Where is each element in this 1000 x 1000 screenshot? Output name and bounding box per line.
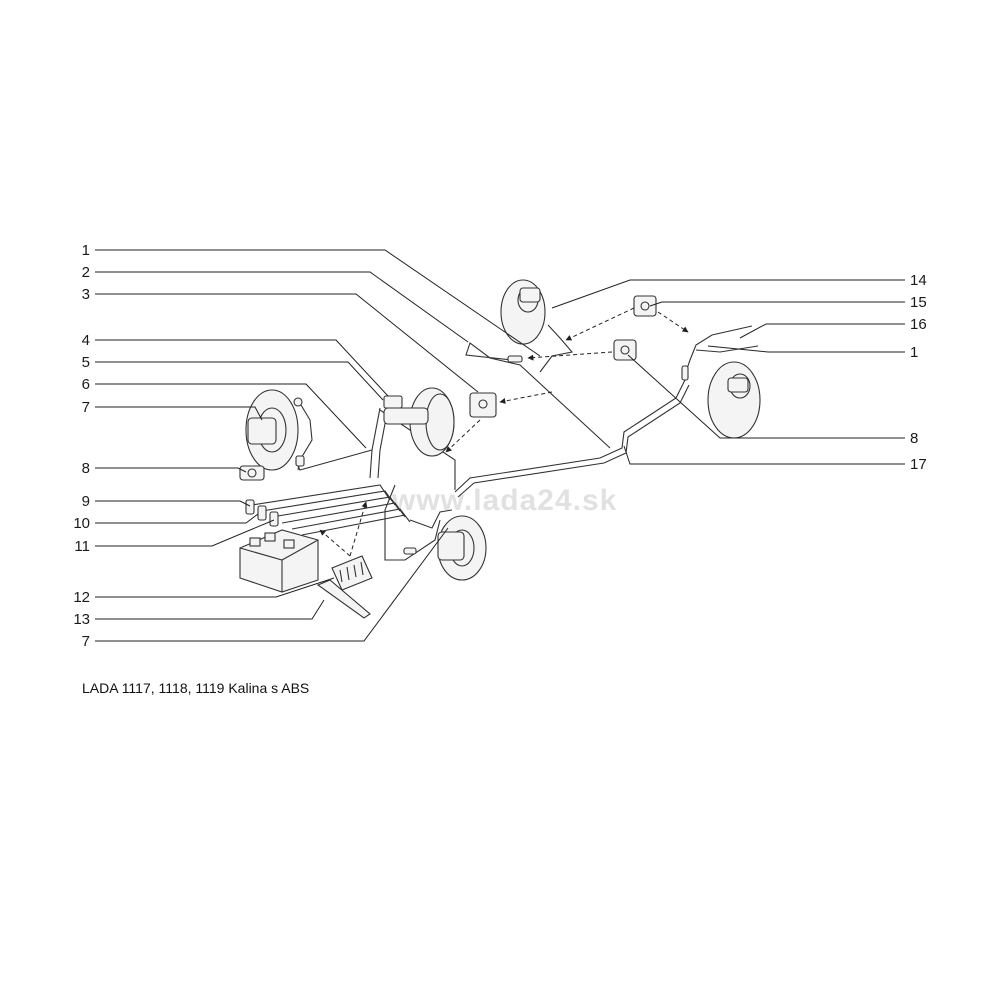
callout-14: 14 xyxy=(910,272,927,289)
connector-block xyxy=(331,555,373,591)
callout-5: 5 xyxy=(82,354,90,371)
callout-2: 2 xyxy=(82,264,90,281)
diagram-caption: LADA 1117, 1118, 1119 Kalina s ABS xyxy=(82,680,310,696)
pipe-clip-15 xyxy=(633,295,657,317)
pipe-clip-8-right xyxy=(613,339,637,361)
callout-1: 1 xyxy=(82,242,90,259)
callout-labels-right: 14 15 16 1 8 17 xyxy=(910,272,927,473)
callout-12: 12 xyxy=(73,589,90,606)
front-left-brake-disc xyxy=(245,389,303,471)
pipe-fittings xyxy=(245,355,689,555)
callout-3: 3 xyxy=(82,286,90,303)
callout-1-right: 1 xyxy=(910,344,918,361)
brake-pipes xyxy=(251,324,759,561)
callout-labels-left: 1 2 3 4 5 6 7 8 9 10 11 12 13 7 xyxy=(73,242,90,650)
callout-11: 11 xyxy=(74,538,90,555)
front-right-brake-disc xyxy=(437,515,487,581)
pipe-bracket-left xyxy=(239,465,265,481)
rear-right-brake-drum xyxy=(707,361,761,439)
leader-lines xyxy=(95,249,905,642)
callout-7-lower: 7 xyxy=(82,633,90,650)
callout-17: 17 xyxy=(910,456,927,473)
callout-8-right: 8 xyxy=(910,430,918,447)
callout-13: 13 xyxy=(73,611,90,628)
callout-7: 7 xyxy=(82,399,90,416)
pipe-clip-3 xyxy=(469,392,497,418)
callout-6: 6 xyxy=(82,376,90,393)
callout-8: 8 xyxy=(82,460,90,477)
callout-4: 4 xyxy=(82,332,90,349)
watermark-text: www.lada24.sk xyxy=(391,484,617,517)
abs-unit xyxy=(239,529,319,593)
cable-tie xyxy=(316,579,371,619)
callout-9: 9 xyxy=(82,493,90,510)
brake-booster xyxy=(383,387,455,457)
callout-15: 15 xyxy=(910,294,927,311)
exploded-view-arrows xyxy=(319,307,689,557)
callout-16: 16 xyxy=(910,316,927,333)
callout-10: 10 xyxy=(73,515,90,532)
